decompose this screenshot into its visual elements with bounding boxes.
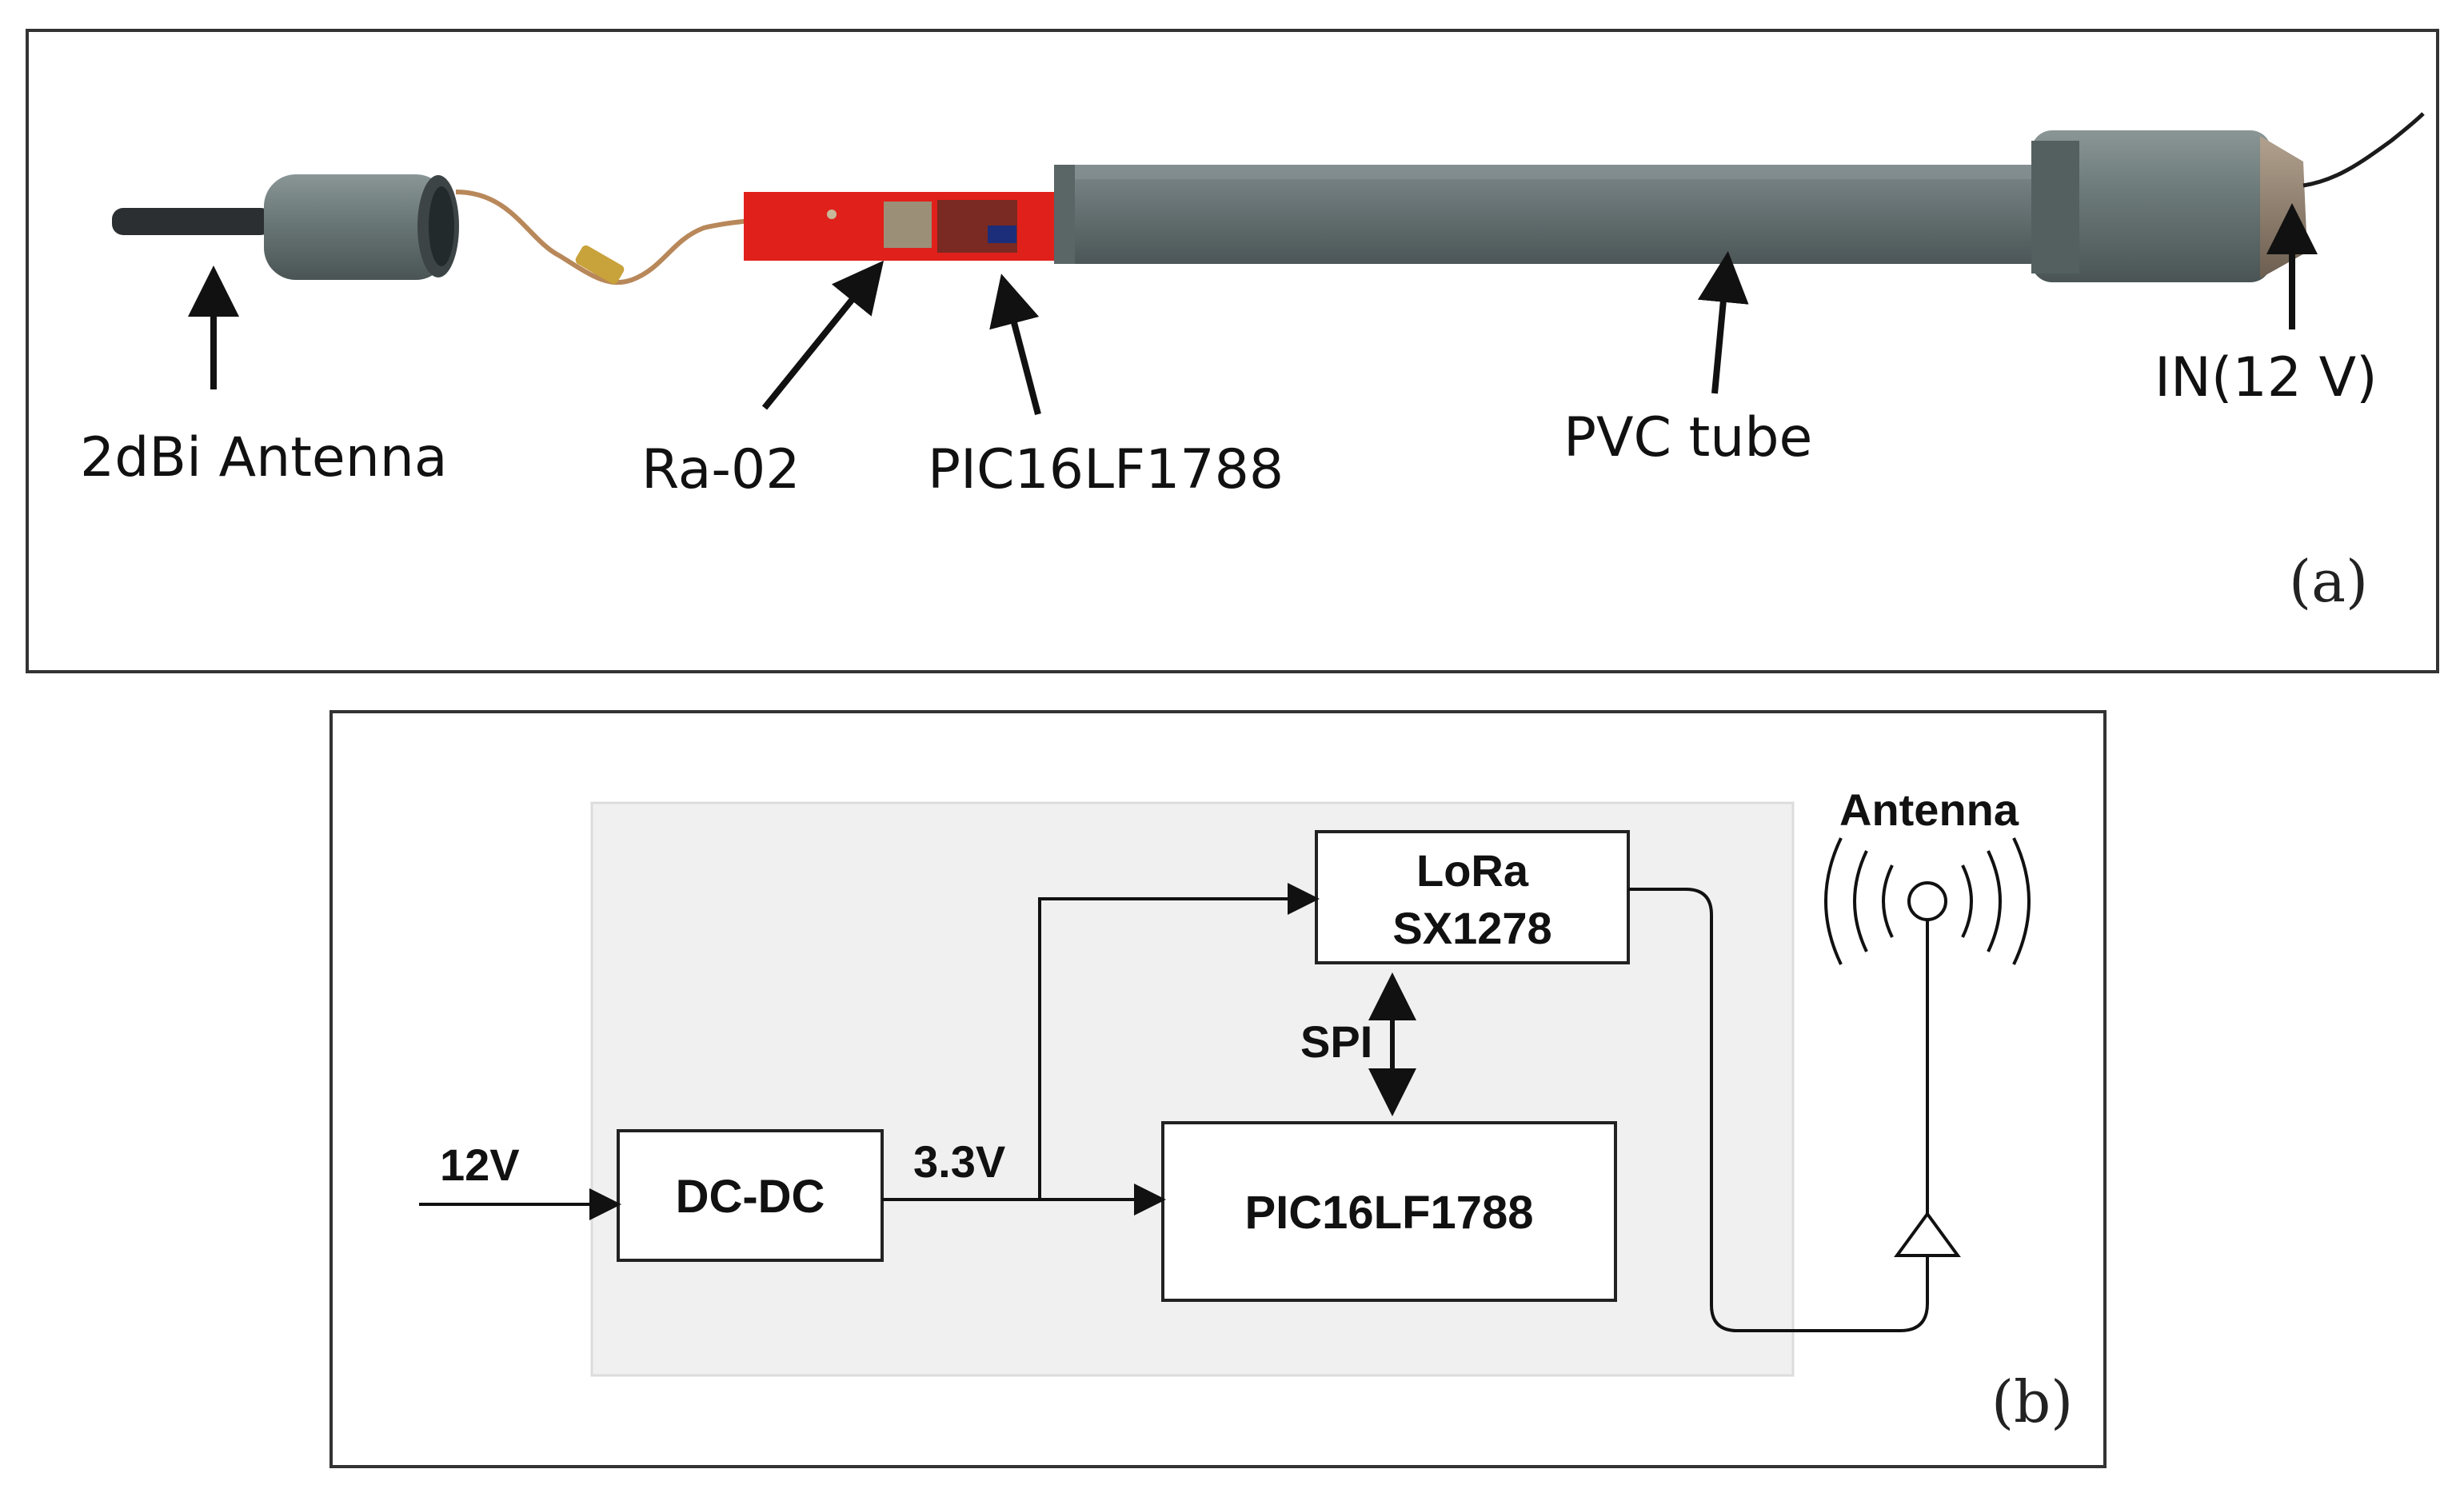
sma-connector [575,245,625,285]
power-wire [2302,112,2425,188]
pvc-arrow [1697,251,1749,394]
label-spi: SPI [1300,1016,1372,1067]
label-pic: PIC16LF1788 [928,438,1284,501]
label-antenna: 2dBi Antenna [80,426,448,489]
pcb-board [744,192,1064,261]
antenna-icon [1824,837,2031,1257]
rf-feed-line [1628,888,1929,1332]
panel-a-frame [26,29,2439,673]
label-3v3: 3.3V [913,1136,1005,1187]
lora-label-line1: LoRa [1416,845,1529,896]
label-ra02: Ra-02 [641,438,801,501]
label-antenna-b: Antenna [1839,784,2019,835]
antenna-cap [264,174,459,280]
antenna-rod [112,208,272,235]
label-pvc: PVC tube [1563,406,1812,469]
pic-arrow [989,273,1041,416]
panel-a-tag: (a) [2289,548,2368,615]
rail-to-lora-line [1038,883,1320,1200]
label-input: IN(12 V) [2155,346,2378,409]
lora-label-line2: SX1278 [1392,903,1551,953]
ra02-arrow [761,260,885,410]
pvc-tube [1054,165,2054,264]
panel-a: 2dBi Antenna Ra-02 PIC16LF1788 PVC tube … [26,29,2439,673]
ra02-module [884,202,932,248]
mcu-label: PIC16LF1788 [1244,1187,1533,1239]
label-12v: 12V [440,1140,520,1190]
panel-b: DC-DC LoRa SX1278 PIC16LF1788 [329,710,2107,1468]
pvc-end-cap [2031,130,2307,282]
lora-block: LoRa SX1278 [1315,830,1630,964]
device-photo [112,112,2425,285]
dcdc-label: DC-DC [676,1171,825,1223]
panel-b-tag: (b) [1991,1368,2073,1435]
mcu-block: PIC16LF1788 [1161,1121,1617,1302]
dcdc-block: DC-DC [617,1129,884,1262]
